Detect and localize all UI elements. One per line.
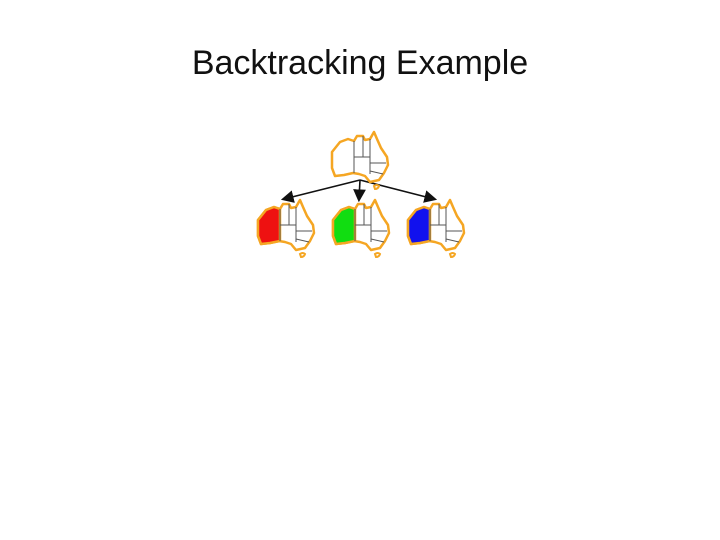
tasmania bbox=[298, 252, 307, 259]
tree-edges bbox=[280, 179, 438, 203]
tree-child-node-blue bbox=[406, 198, 466, 259]
tree-edge-2 bbox=[353, 179, 366, 203]
western-australia-region bbox=[331, 205, 357, 246]
tree-child-node-green bbox=[331, 198, 391, 259]
western-australia-region bbox=[406, 205, 432, 246]
tasmania bbox=[448, 252, 457, 259]
tasmania bbox=[372, 184, 381, 191]
tree-edge-3 bbox=[359, 179, 438, 203]
state-border bbox=[370, 238, 385, 243]
slide-title: Backtracking Example bbox=[191, 44, 529, 82]
tree-root-node bbox=[330, 130, 390, 191]
tree-edge-1 bbox=[280, 179, 361, 203]
tasmania bbox=[373, 252, 382, 259]
tree-nodes bbox=[256, 130, 466, 259]
state-border bbox=[445, 238, 460, 243]
state-border bbox=[295, 238, 310, 243]
western-australia-region bbox=[256, 205, 282, 246]
tree-child-node-red bbox=[256, 198, 316, 259]
state-border bbox=[369, 170, 384, 175]
